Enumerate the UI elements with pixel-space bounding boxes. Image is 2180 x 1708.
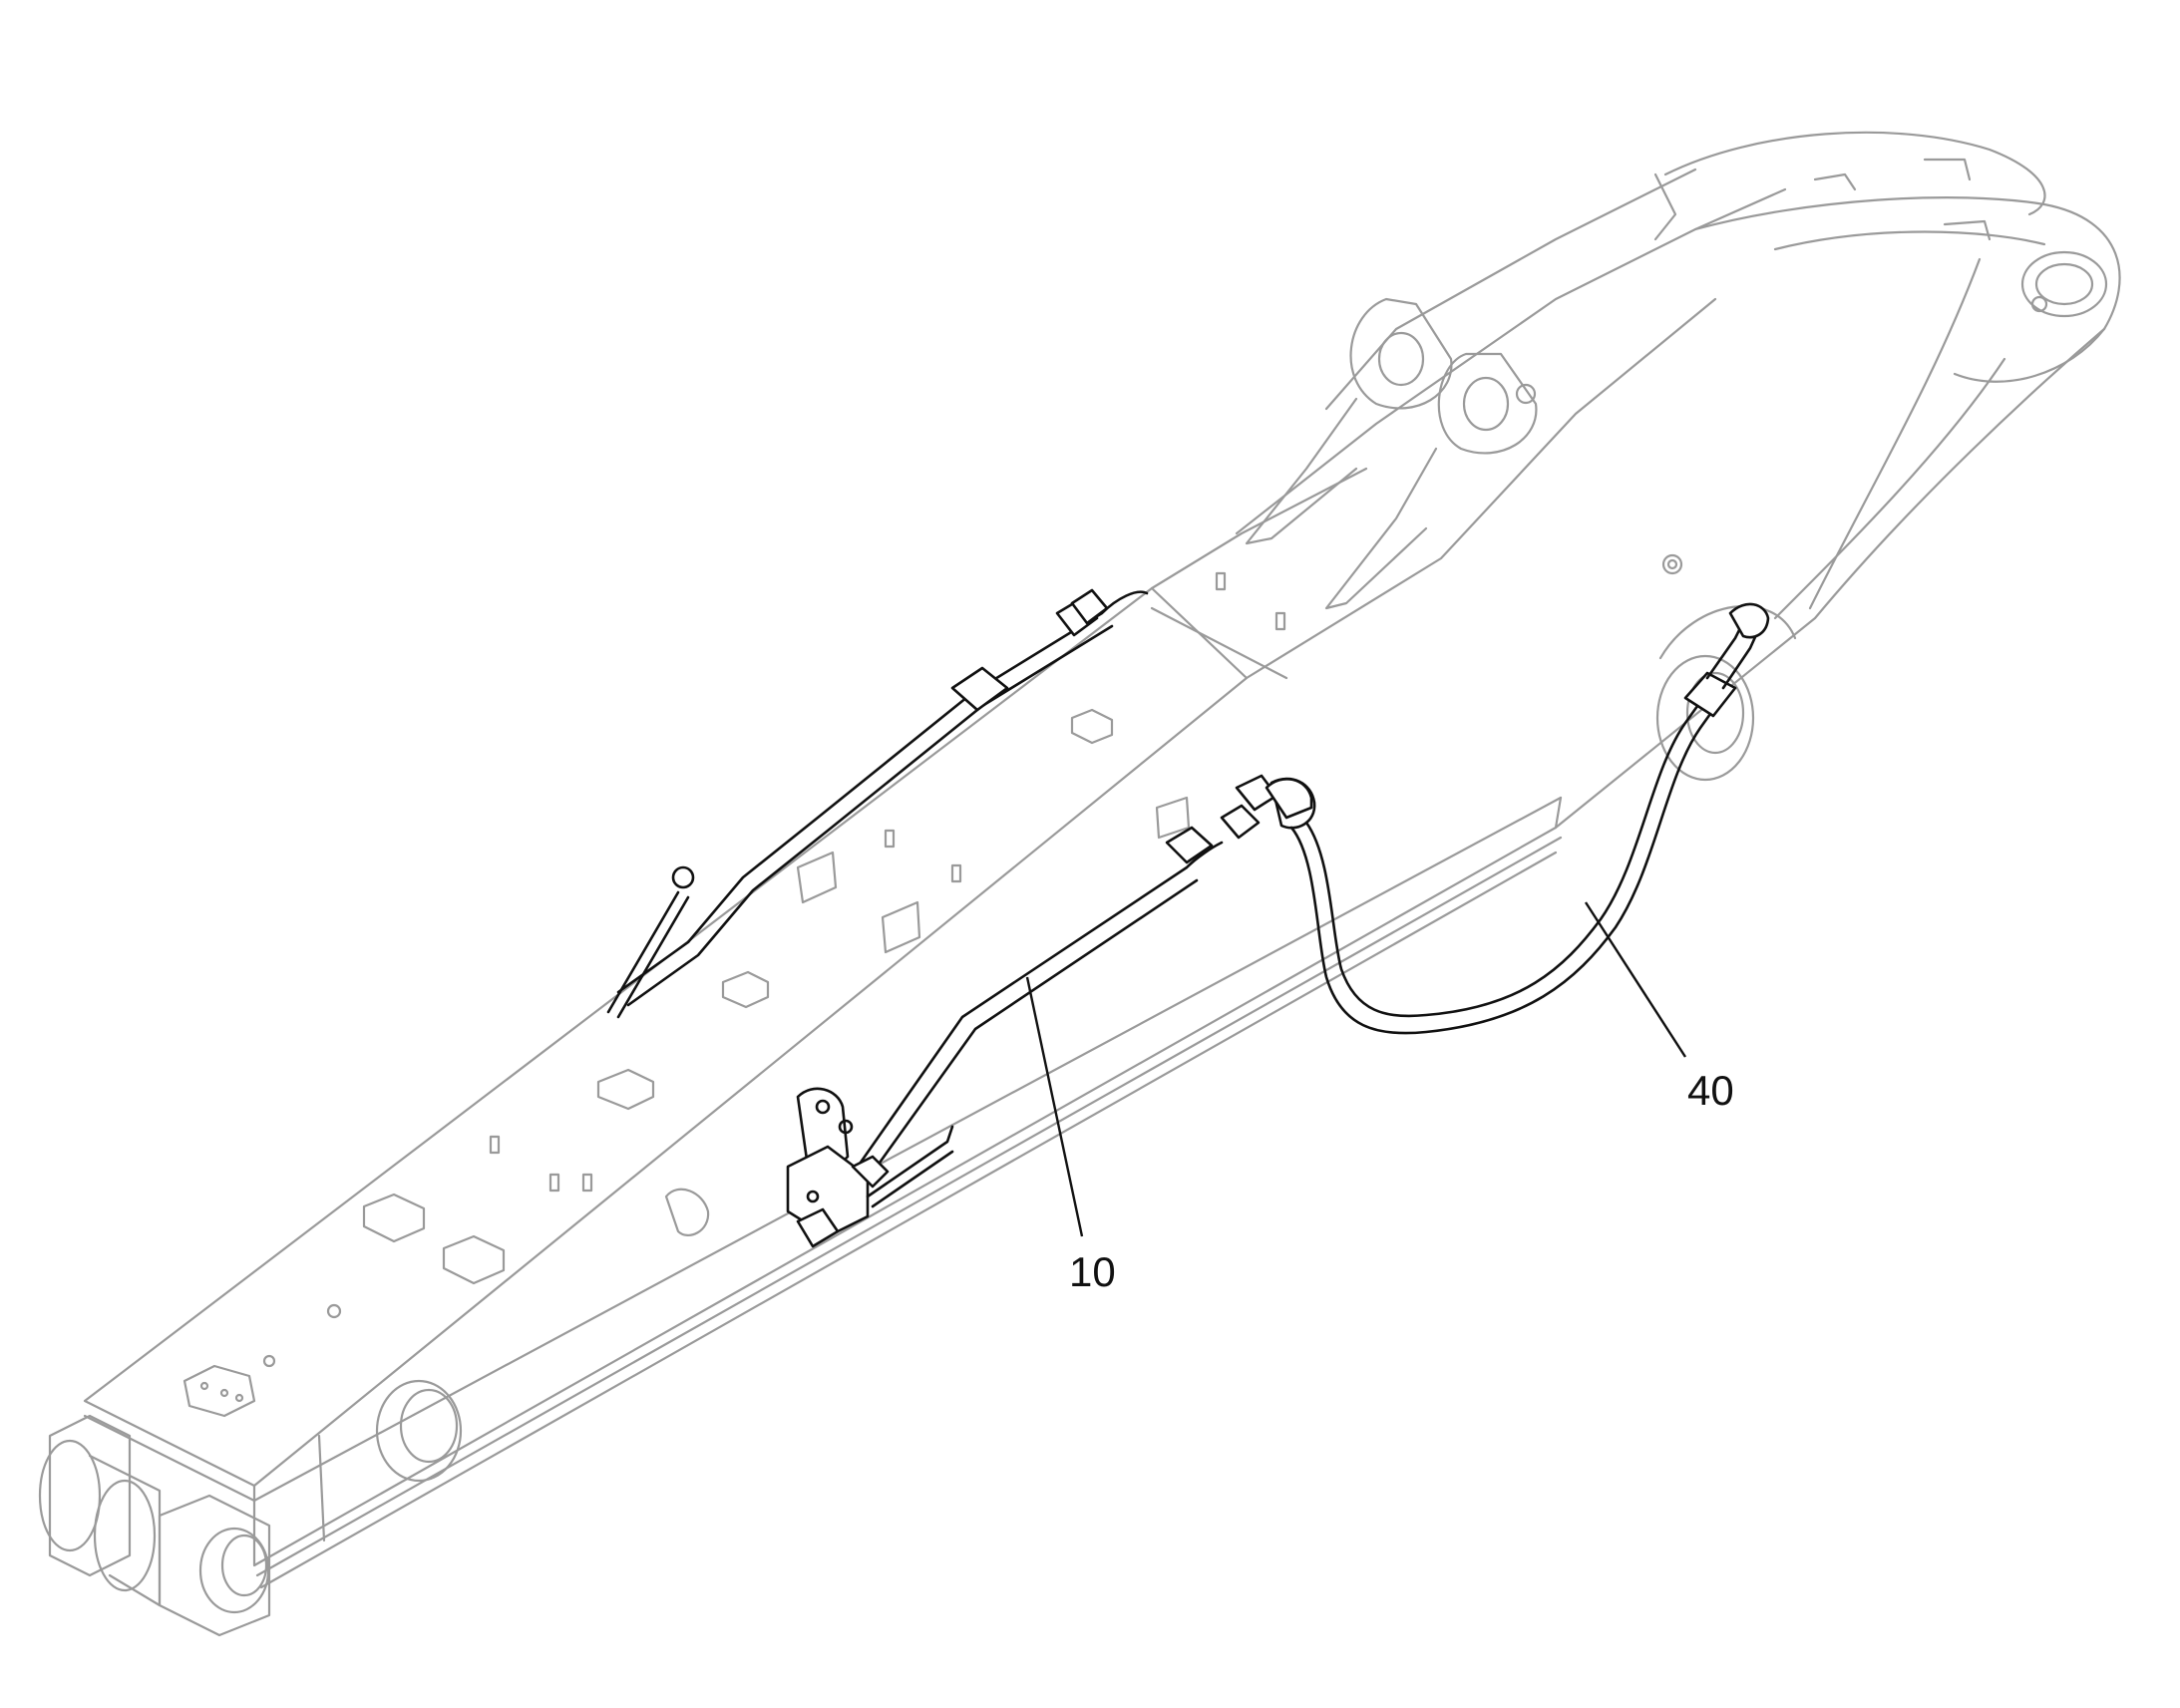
leader-line-40: [1584, 901, 1687, 1058]
leader-line-10: [1025, 976, 1084, 1237]
hydraulic-lines: [606, 588, 1770, 1248]
callout-10: 10: [1069, 1248, 1116, 1295]
callout-40: 40: [1687, 1067, 1734, 1114]
callouts: 10 40: [1025, 901, 1734, 1295]
boom-structure: [38, 131, 2121, 1637]
